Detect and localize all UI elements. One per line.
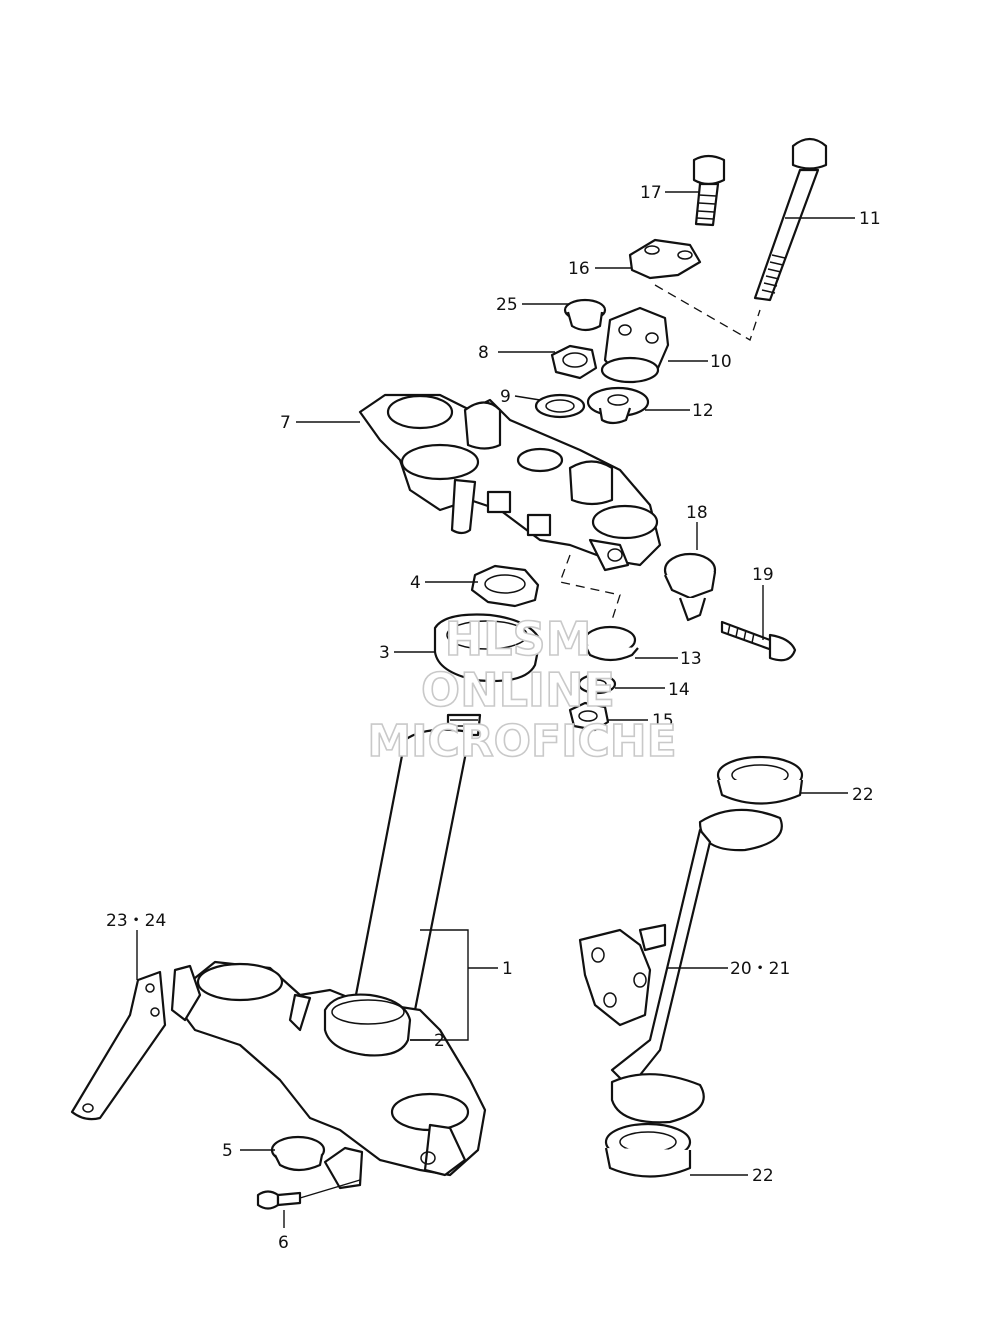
callout-16: 16: [568, 259, 590, 279]
callout-20-21: 20・21: [730, 959, 790, 979]
callout-25: 25: [496, 295, 518, 315]
callout-12: 12: [692, 401, 714, 421]
part-2-bearing: [323, 993, 412, 1057]
part-20-21-bracket: [578, 808, 783, 1124]
part-15-nut: [568, 701, 610, 732]
watermark-line-1: HLSM: [445, 612, 592, 666]
part-9-washer: [534, 393, 586, 419]
part-23-24-stay: [70, 970, 167, 1121]
callout-15: 15: [652, 711, 674, 731]
part-25-plug: [563, 298, 607, 332]
callout-18: 18: [686, 503, 708, 523]
callout-5: 5: [222, 1141, 233, 1161]
part-7-upper-bracket: [358, 393, 662, 572]
watermark-line-2: ONLINE: [421, 663, 615, 717]
part-16-clamp: [628, 238, 702, 280]
callout-22-top: 22: [852, 785, 874, 805]
callout-22-bottom: 22: [752, 1166, 774, 1186]
part-4-nut: [470, 564, 540, 608]
part-19-bolt: [720, 620, 797, 662]
callout-8: 8: [478, 343, 489, 363]
part-13-cap: [583, 625, 639, 662]
callout-3: 3: [379, 643, 390, 663]
callout-23-24: 23・24: [106, 911, 166, 931]
callout-1: 1: [502, 959, 513, 979]
part-12-cap: [586, 386, 650, 425]
watermark: HLSM ONLINE MICROFICHE: [367, 611, 678, 768]
callout-2: 2: [434, 1031, 445, 1051]
part-1-steering-stem: [170, 713, 487, 1177]
part-17-bolt: [692, 154, 726, 227]
callout-6: 6: [278, 1233, 289, 1253]
part-22-grommet-top: [716, 755, 804, 805]
callout-19: 19: [752, 565, 774, 585]
callout-17: 17: [640, 183, 662, 203]
callout-11: 11: [859, 209, 881, 229]
callout-7: 7: [280, 413, 291, 433]
callout-4: 4: [410, 573, 421, 593]
callout-14: 14: [668, 680, 690, 700]
part-5-grommet: [270, 1135, 364, 1190]
callout-9: 9: [500, 387, 511, 407]
part-14-washer: [577, 673, 617, 695]
part-6-bolt: [256, 1179, 361, 1210]
callout-labels: 11 17 16 25 8 10 9 12 7 18 19 4 3 13 14 …: [106, 183, 881, 1253]
part-10-holder: [600, 306, 670, 384]
part-11-long-bolt: [753, 137, 828, 302]
watermark-line-3: MICROFICHE: [367, 716, 676, 767]
part-3-bearing: [433, 613, 542, 683]
part-8-nut: [550, 344, 598, 380]
leader-lines: [136, 191, 855, 1228]
callout-10: 10: [710, 352, 732, 372]
part-18-ring: [663, 552, 717, 622]
part-22-grommet-bottom: [604, 1122, 692, 1178]
callout-13: 13: [680, 649, 702, 669]
